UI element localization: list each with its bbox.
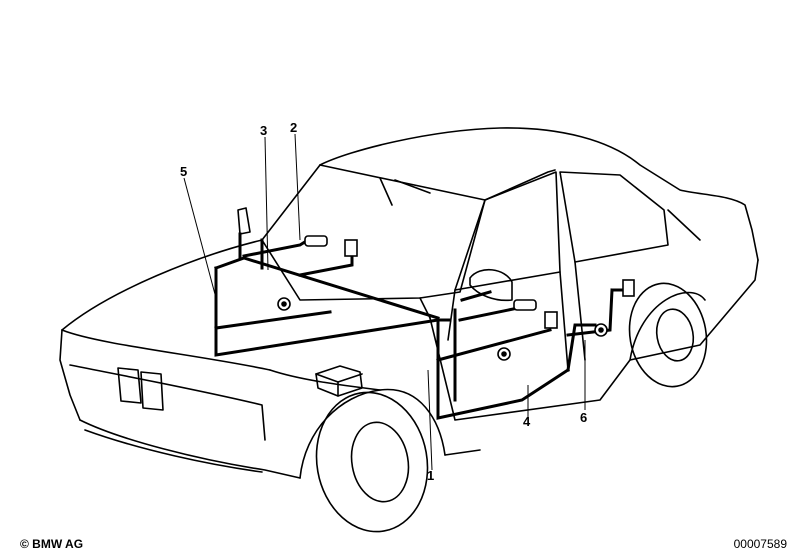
callout-4: 4 [523, 414, 531, 429]
leader-lines [183, 133, 586, 471]
connector-tweeter-right [513, 299, 537, 311]
connectors [304, 235, 635, 329]
connector-door-front [544, 311, 558, 329]
connector-tweeter-left [304, 235, 328, 247]
callout-6: 6 [580, 410, 587, 425]
callout-2: 2 [290, 120, 297, 135]
speakers [277, 297, 608, 361]
callout-5: 5 [180, 164, 187, 179]
car-outline [59, 127, 759, 533]
wiring-harness [214, 232, 627, 420]
connector-rear [622, 279, 635, 297]
callout-1: 1 [427, 468, 434, 483]
diagram-id-label: 00007589 [733, 537, 787, 551]
copyright-label: © BMW AG [20, 537, 84, 551]
connector-dash [344, 239, 358, 257]
callout-3: 3 [260, 123, 267, 138]
